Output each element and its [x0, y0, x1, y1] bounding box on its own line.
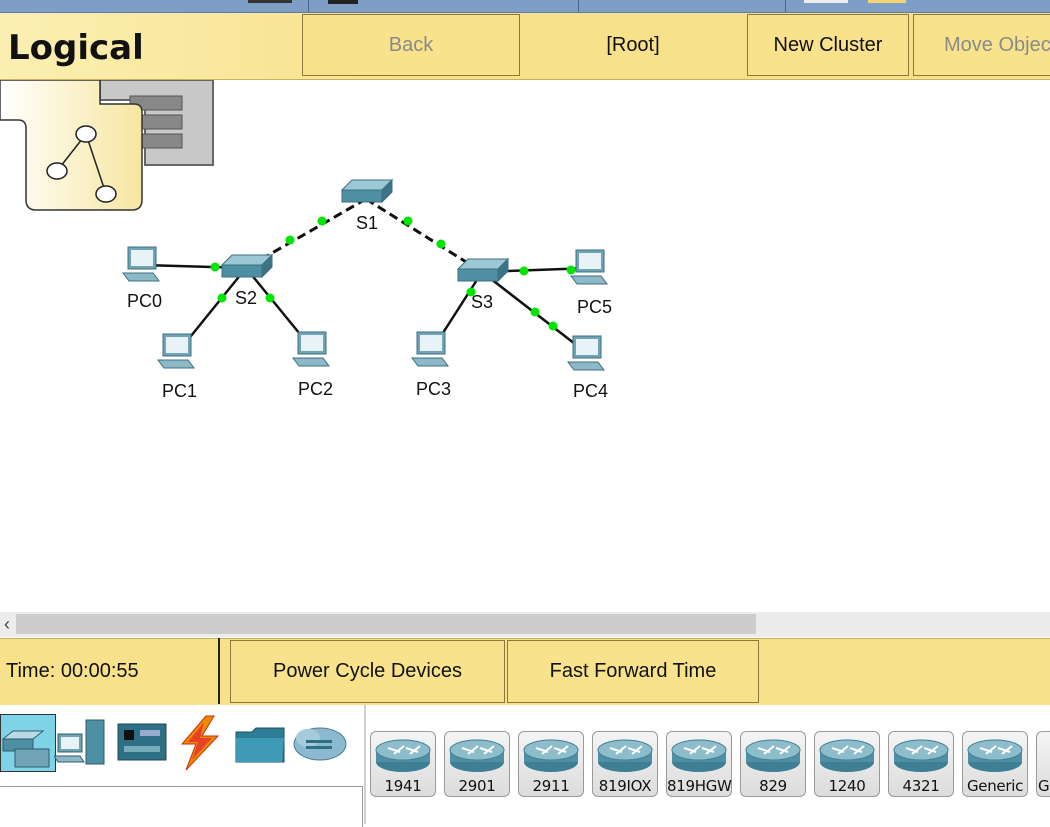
- toolbar-icon[interactable]: [804, 0, 848, 3]
- node-label: PC0: [127, 291, 162, 311]
- scrollbar-thumb[interactable]: [16, 614, 756, 634]
- switch-s3[interactable]: [456, 257, 510, 283]
- back-button[interactable]: Back: [302, 14, 520, 76]
- node-label: PC1: [162, 381, 197, 401]
- connections-icon[interactable]: [172, 714, 228, 772]
- model-label: 1240: [828, 777, 866, 795]
- root-cluster-label: [Root]: [522, 14, 744, 76]
- model-label: Generic: [966, 777, 1024, 795]
- node-label: S1: [356, 213, 378, 233]
- model-label: 819HGW: [667, 777, 732, 795]
- pc-pc5[interactable]: [570, 249, 608, 285]
- node-label: PC3: [416, 379, 451, 399]
- time-display: Time: 00:00:55: [6, 660, 139, 682]
- toolbar-icon[interactable]: [868, 0, 906, 3]
- model-label: 2901: [458, 777, 496, 795]
- network-devices-icon[interactable]: [0, 714, 56, 772]
- toolbar-separator: [578, 0, 579, 12]
- device-model-1941[interactable]: 1941: [370, 731, 436, 797]
- toolbar-separator: [308, 0, 309, 12]
- node-label: S3: [471, 292, 493, 312]
- link-status-lights: [210, 216, 576, 331]
- logical-workspace-canvas[interactable]: S1 S2 S3 PC0 PC1 PC2 PC3 PC4 PC5: [0, 80, 1050, 612]
- power-cycle-devices-button[interactable]: Power Cycle Devices: [230, 640, 505, 703]
- pc-pc0[interactable]: [122, 246, 160, 282]
- node-label: PC2: [298, 379, 333, 399]
- device-model-generic-partial[interactable]: G: [1036, 731, 1050, 797]
- main-toolbar: [0, 0, 1050, 13]
- model-label: 829: [759, 777, 787, 795]
- divider: [218, 638, 220, 704]
- link-s1-s3[interactable]: [365, 197, 483, 274]
- model-label: 819IOX: [598, 777, 652, 795]
- device-model-819hgw[interactable]: 819HGW: [666, 731, 732, 797]
- logical-view-icon[interactable]: [0, 80, 143, 211]
- device-subtype-list[interactable]: [0, 786, 363, 827]
- switch-s1[interactable]: [340, 178, 394, 204]
- device-model-2901[interactable]: 2901: [444, 731, 510, 797]
- toolbar-separator: [785, 0, 786, 12]
- node-label: PC5: [577, 297, 612, 317]
- pc-pc3[interactable]: [411, 331, 449, 367]
- fast-forward-time-button[interactable]: Fast Forward Time: [507, 640, 759, 703]
- scroll-left-arrow-icon[interactable]: ‹: [4, 614, 10, 634]
- device-model-1240[interactable]: 1240: [814, 731, 880, 797]
- model-label: 1941: [384, 777, 422, 795]
- pc-pc2[interactable]: [292, 331, 330, 367]
- new-cluster-button[interactable]: New Cluster: [747, 14, 909, 76]
- model-label: 2911: [532, 777, 570, 795]
- node-label: PC4: [573, 381, 608, 401]
- move-object-button[interactable]: Move Object: [913, 14, 1050, 76]
- physical-view-icon[interactable]: [99, 80, 214, 166]
- pc-pc4[interactable]: [567, 335, 605, 371]
- divider: [364, 705, 366, 824]
- model-label: G: [1038, 777, 1050, 795]
- device-model-819iox[interactable]: 819IOX: [592, 731, 658, 797]
- pc-pc1[interactable]: [157, 333, 195, 369]
- workspace-title[interactable]: Logical: [8, 28, 144, 68]
- device-model-2911[interactable]: 2911: [518, 731, 584, 797]
- end-devices-icon[interactable]: [53, 714, 110, 772]
- toolbar-icon[interactable]: [248, 0, 292, 3]
- multiuser-icon[interactable]: [292, 714, 348, 772]
- components-icon[interactable]: [114, 714, 170, 772]
- device-model-829[interactable]: 829: [740, 731, 806, 797]
- switch-s2[interactable]: [220, 253, 274, 279]
- device-model-4321[interactable]: 4321: [888, 731, 954, 797]
- node-label: S2: [235, 288, 257, 308]
- model-label: 4321: [902, 777, 940, 795]
- miscellaneous-icon[interactable]: [232, 714, 288, 772]
- device-model-generic[interactable]: Generic: [962, 731, 1028, 797]
- toolbar-icon[interactable]: [328, 0, 358, 4]
